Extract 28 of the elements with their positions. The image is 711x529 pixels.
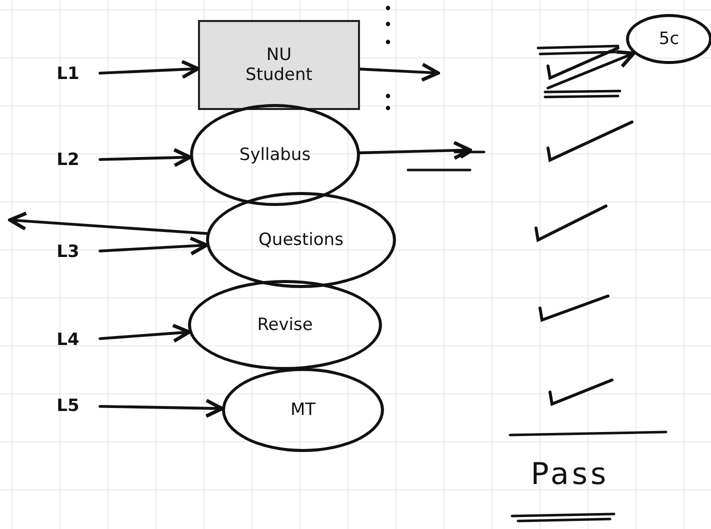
node-text: Revise	[257, 314, 313, 336]
node-text: NU	[266, 44, 292, 65]
node-text: 5c	[658, 28, 680, 50]
result-text: Pass	[530, 457, 610, 493]
arrow	[358, 140, 472, 160]
node-text: Student	[246, 65, 312, 86]
topic-ellipse	[626, 14, 711, 64]
arrow	[98, 398, 224, 418]
node-text: Syllabus	[239, 144, 311, 166]
topic-ellipse	[222, 368, 384, 452]
arrow	[358, 62, 440, 82]
arrow	[98, 60, 200, 79]
topic-ellipse	[206, 192, 396, 288]
level-label: L3	[56, 242, 80, 262]
arrow	[546, 50, 636, 90]
arrow	[8, 212, 208, 235]
node-text: MT	[290, 400, 316, 420]
arrow	[98, 236, 208, 256]
level-label: L1	[56, 64, 80, 84]
node-text: Questions	[258, 230, 344, 250]
arrow	[98, 324, 191, 343]
student-box	[198, 20, 360, 110]
topic-ellipse	[190, 104, 360, 206]
level-label: L4	[56, 330, 80, 350]
level-label: L2	[56, 150, 80, 170]
level-label: L5	[56, 396, 80, 416]
topic-ellipse	[188, 280, 382, 370]
arrow	[98, 148, 192, 168]
